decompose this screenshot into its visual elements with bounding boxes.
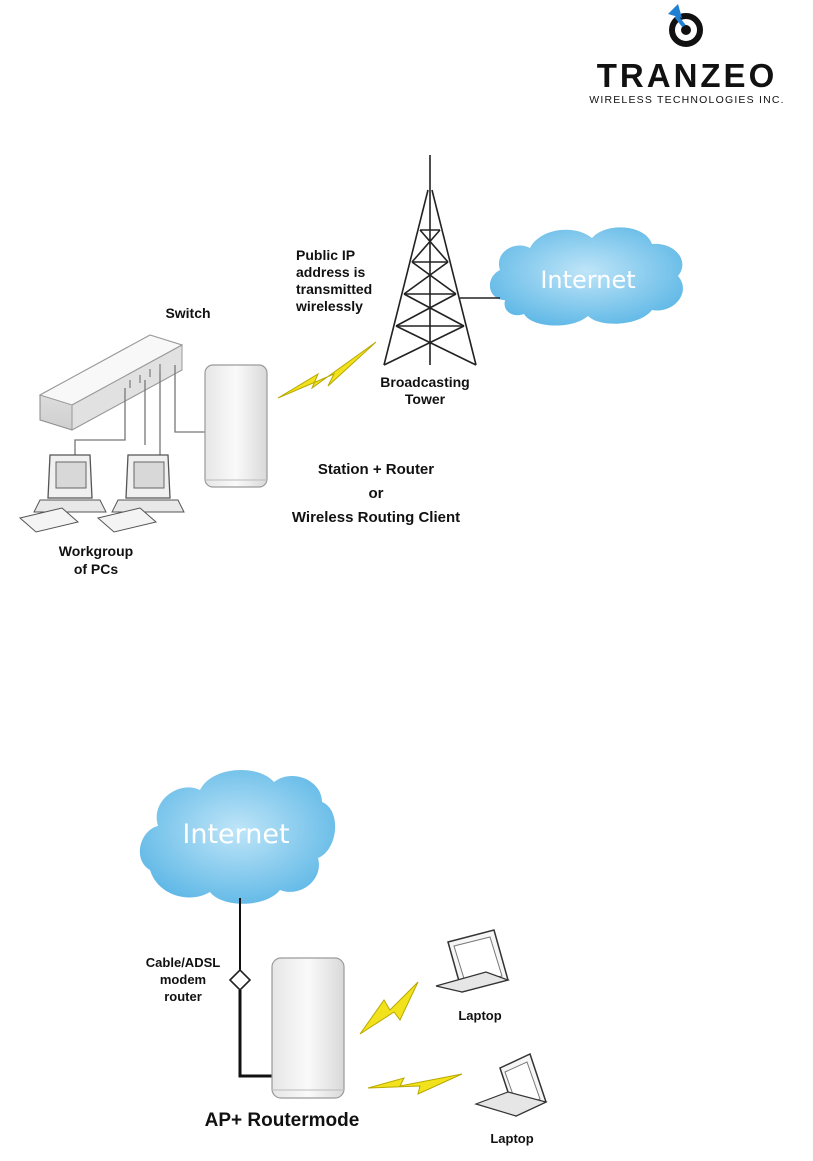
public-ip-note: Public IP address is transmitted wireles…	[295, 247, 372, 314]
internet-cloud-2: Internet	[140, 770, 335, 904]
logo-tagline: WIRELESS TECHNOLOGIES INC.	[589, 94, 785, 106]
pc-left	[20, 455, 106, 532]
workgroup-label-line-2: of PCs	[74, 561, 119, 577]
pc-right	[98, 455, 184, 532]
wireless-link-icon-3	[368, 1074, 462, 1094]
diagram-ap-router: Internet Cable/ADSL modem router Laptop	[140, 770, 546, 1146]
modem-label-line-1: Cable/ADSL	[146, 955, 220, 970]
wireless-link-icon-2	[360, 982, 418, 1034]
note-line-4: wirelessly	[295, 298, 363, 314]
mode-label-line-2: or	[369, 485, 384, 502]
note-line-3: transmitted	[296, 281, 372, 297]
ap-router-device	[272, 958, 344, 1098]
logo-wordmark: TRANZEO	[597, 57, 778, 94]
tower-label-line-2: Tower	[405, 391, 446, 407]
workgroup-label-line-1: Workgroup	[59, 543, 133, 559]
tranzeo-emblem-icon	[668, 4, 700, 44]
tranzeo-logo: TRANZEO WIRELESS TECHNOLOGIES INC.	[589, 4, 785, 106]
note-line-1: Public IP	[296, 247, 355, 263]
modem-label-line-3: router	[164, 989, 202, 1004]
station-router-device	[205, 365, 267, 487]
switch-label: Switch	[165, 305, 210, 321]
tower-label-line-1: Broadcasting	[380, 374, 469, 390]
laptop-label-2: Laptop	[490, 1131, 533, 1146]
internet-label-2: Internet	[182, 819, 289, 850]
internet-label-1: Internet	[540, 266, 635, 294]
ap-mode-label: AP+ Routermode	[205, 1110, 360, 1131]
network-switch	[40, 335, 182, 430]
modem-label-line-2: modem	[160, 972, 206, 987]
modem-router	[230, 898, 272, 1076]
internet-cloud-1: Internet	[490, 227, 683, 325]
wireless-link-icon-1	[278, 342, 376, 398]
note-line-2: address is	[296, 264, 365, 280]
diagram-station-router: Internet Public IP address is t	[20, 155, 683, 577]
laptop-label-1: Laptop	[458, 1008, 501, 1023]
mode-label-line-1: Station + Router	[318, 461, 434, 478]
laptop-2	[476, 1054, 546, 1116]
broadcasting-tower	[384, 155, 500, 365]
laptop-1	[436, 930, 508, 992]
mode-label-line-3: Wireless Routing Client	[292, 509, 460, 526]
